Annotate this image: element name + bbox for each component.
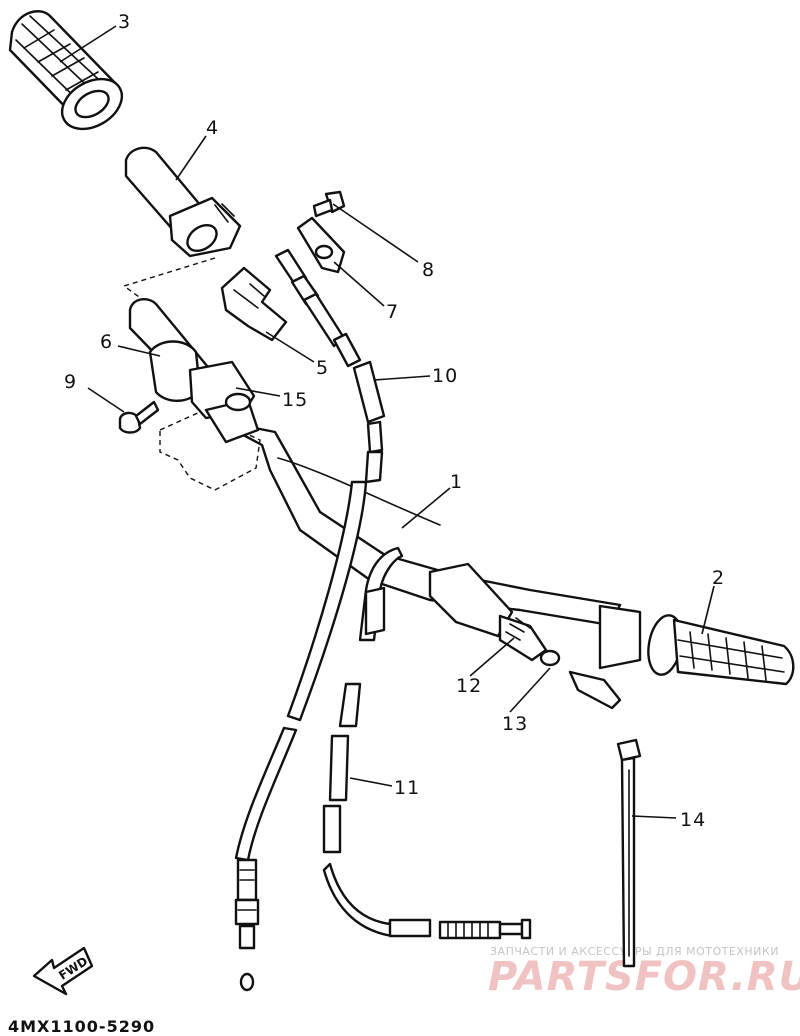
watermark: ЗАПЧАСТИ И АКСЕССУАРЫ ДЛЯ МОТОТЕХНИКИ PA… [488,945,800,1000]
callout-6: 6 [100,331,113,353]
throttle-grip [124,146,242,258]
callout-2: 2 [712,567,725,589]
right-grip [647,614,795,686]
throttle-cover [220,266,288,342]
watermark-logo: PARTSFOR.RU [488,954,800,1000]
callout-3: 3 [118,11,131,33]
drawing-code: 4MX1100-5290 [8,1017,155,1036]
callout-10: 10 [432,365,458,387]
callout-8: 8 [422,259,435,281]
callout-15: 15 [282,389,308,411]
throttle-cable [234,248,386,992]
fwd-arrow: FWD [32,946,94,996]
throttle-housing [128,298,260,444]
leader-lines [59,25,715,819]
callout-7: 7 [386,301,399,323]
clutch-cable [322,546,532,940]
callout-1: 1 [450,471,463,493]
callout-9: 9 [64,371,77,393]
joint-cover-7 [296,216,346,274]
callout-4: 4 [206,117,219,139]
callout-11: 11 [394,777,420,799]
left-grip [8,10,124,131]
clutch-lever-perch [428,562,622,710]
callout-5: 5 [316,357,329,379]
screw-8 [312,190,346,218]
callout-13: 13 [502,713,528,735]
assembly-guide-line [122,257,216,303]
cable-tie [616,738,642,968]
screw-9 [118,400,160,434]
callout-14: 14 [680,809,706,831]
handlebar [213,418,642,670]
callout-12: 12 [456,675,482,697]
callouts: 3 4 8 7 5 6 9 15 10 1 2 12 13 11 14 [64,11,725,831]
